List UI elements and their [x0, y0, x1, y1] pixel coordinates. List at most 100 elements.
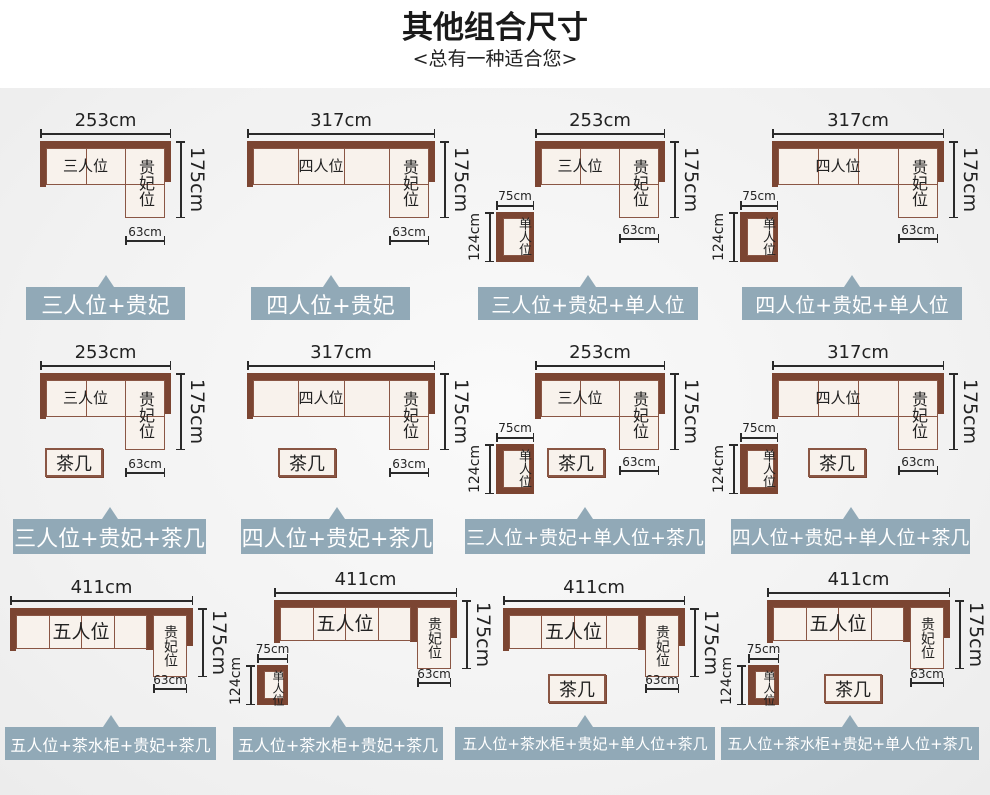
seat-label: 四人位 [815, 157, 861, 175]
chaise-width-dimension-text: 63cm [392, 457, 426, 471]
sofa-right-arm [429, 141, 435, 182]
width-dimension-tick [247, 129, 249, 138]
single-seat-cushion [747, 218, 774, 256]
depth-dimension-text: 175cm [186, 146, 208, 213]
width-dimension-text: 411cm [70, 577, 133, 598]
coffee-table: 茶几 [278, 448, 336, 477]
chaise-label: 贵妃位 [400, 391, 419, 439]
single-depth-dimension-line [733, 444, 735, 494]
single-depth-dimension-text: 124cm [719, 656, 735, 705]
chaise-width-dimension-line [619, 238, 659, 240]
depth-dimension-tick [440, 141, 449, 143]
coffee-table-label: 茶几 [819, 453, 855, 475]
single-depth-dimension-tick [485, 444, 494, 446]
depth-dimension-text: 175cm [472, 601, 494, 668]
chaise-width-dimension-line [910, 682, 944, 684]
page-title: 其他组合尺寸 [402, 10, 588, 46]
chaise-width-dimension-text: 63cm [622, 223, 656, 237]
single-width-dimension-text: 75cm [746, 642, 781, 656]
width-dimension-tick [40, 361, 42, 370]
chaise-width-dimension-tick [427, 236, 429, 245]
depth-dimension-line [180, 141, 182, 218]
seat-cushion [605, 615, 639, 649]
single-depth-dimension-tick [729, 444, 738, 446]
single-width-dimension-tick [496, 433, 498, 442]
single-depth-dimension-text: 124cm [467, 444, 483, 494]
seat-cushion [858, 380, 899, 417]
sofa-left-arm [772, 141, 778, 187]
sofa-left-arm [247, 373, 253, 419]
seat-cushion [805, 607, 839, 641]
label-pointer [842, 715, 858, 727]
depth-dimension-tick [670, 141, 679, 143]
chaise-width-dimension-tick [898, 234, 900, 243]
depth-dimension-text: 175cm [680, 378, 702, 445]
single-depth-dimension-tick [485, 212, 494, 214]
width-dimension-tick [455, 588, 457, 597]
width-dimension-tick [10, 596, 12, 605]
label-pointer [101, 507, 118, 519]
single-depth-dimension-tick [737, 665, 746, 667]
depth-dimension-tick [462, 667, 471, 669]
single-seat-label: 单人位 [271, 670, 285, 706]
depth-dimension-line [180, 373, 182, 450]
sofa-left-arm [40, 141, 46, 187]
width-dimension-line [535, 365, 665, 367]
seat-label: 五人位 [544, 620, 602, 643]
depth-dimension-line [674, 373, 676, 450]
single-width-dimension-tick [532, 433, 534, 442]
chaise-width-dimension-text: 63cm [910, 667, 944, 681]
depth-dimension-line [953, 373, 955, 450]
chaise-seat-line [125, 380, 165, 417]
width-dimension-tick [535, 129, 537, 138]
depth-dimension-tick [949, 373, 958, 375]
depth-dimension-text: 175cm [965, 601, 987, 668]
chaise-width-dimension-tick [677, 684, 679, 693]
width-dimension-tick [40, 129, 42, 138]
single-depth-dimension-text: 124cm [467, 212, 483, 262]
seat-cushion [298, 148, 345, 185]
sofa-back [40, 373, 171, 380]
chaise-label: 贵妃位 [162, 625, 178, 667]
seat-cushion [573, 615, 607, 649]
seat-cushion [343, 148, 390, 185]
chaise-width-dimension-text: 63cm [417, 667, 451, 681]
seat-cushion [377, 607, 411, 641]
width-dimension-text: 317cm [827, 110, 889, 131]
chaise-width-dimension-tick [153, 684, 155, 693]
seat-cushion [580, 148, 620, 185]
chaise-cushion [898, 148, 938, 218]
width-dimension-tick [683, 596, 685, 605]
width-dimension-tick [767, 588, 769, 597]
depth-dimension-line [953, 141, 955, 218]
sofa-left-arm [767, 600, 773, 643]
chaise-width-dimension-text: 63cm [901, 223, 935, 237]
seat-label: 三人位 [62, 389, 108, 407]
seat-cushion [870, 607, 904, 641]
chaise-width-dimension-tick [936, 234, 938, 243]
combo-label: 五人位+茶水柜+贵妃+单人位+茶几 [721, 727, 979, 760]
chaise-label: 贵妃位 [400, 159, 419, 207]
depth-dimension-line [444, 373, 446, 450]
single-depth-dimension-text: 124cm [711, 212, 727, 262]
seat-cushion [113, 615, 147, 649]
depth-dimension-line [694, 608, 696, 677]
chaise-label: 贵妃位 [136, 159, 155, 207]
tea-cabinet [638, 608, 645, 650]
chaise-width-dimension-tick [427, 468, 429, 477]
chaise-width-dimension-text: 63cm [645, 673, 679, 687]
single-width-dimension-text: 75cm [742, 189, 776, 203]
seat-cushion [312, 607, 346, 641]
single-depth-dimension-tick [729, 492, 738, 494]
single-seat-label: 单人位 [516, 217, 531, 256]
depth-dimension-tick [176, 141, 185, 143]
chaise-label: 贵妃位 [630, 391, 649, 439]
width-dimension-line [10, 600, 193, 602]
single-seat-label: 单人位 [760, 217, 775, 256]
width-dimension-text: 411cm [827, 569, 890, 590]
width-dimension-tick [274, 588, 276, 597]
single-width-dimension-text: 75cm [255, 642, 290, 656]
single-depth-dimension-tick [737, 703, 746, 705]
single-width-dimension-tick [496, 201, 498, 210]
chaise-cushion [910, 607, 944, 669]
